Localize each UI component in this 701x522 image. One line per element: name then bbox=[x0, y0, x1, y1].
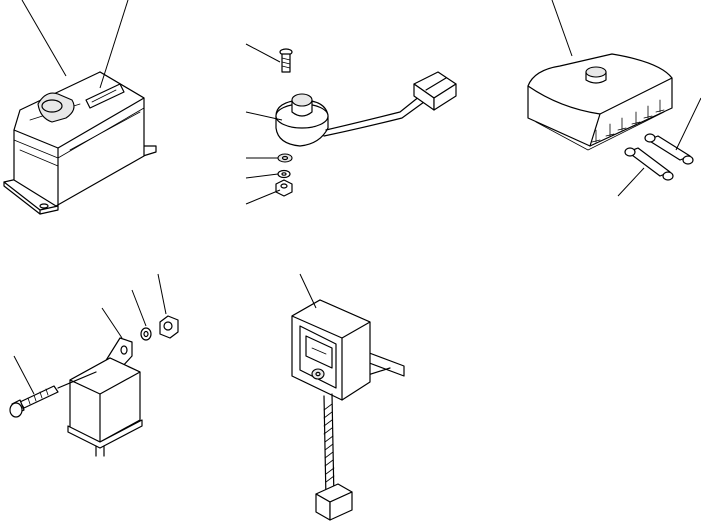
leader-line bbox=[245, 111, 283, 121]
leader-line bbox=[245, 173, 279, 179]
lock-washer-icon bbox=[140, 327, 152, 341]
leader-line bbox=[157, 273, 167, 315]
fuse-icon bbox=[644, 133, 694, 165]
bolt-icon bbox=[9, 385, 59, 418]
leader-line bbox=[675, 97, 701, 151]
fuse-icon bbox=[624, 147, 674, 181]
lock-washer-icon bbox=[277, 169, 291, 179]
connector-icon bbox=[315, 483, 353, 521]
bolt-axis-line bbox=[57, 371, 97, 389]
relay-icon bbox=[67, 337, 143, 457]
leader-line bbox=[101, 307, 123, 339]
leader-line bbox=[99, 0, 129, 89]
buzzer-icon bbox=[275, 93, 425, 147]
leader-line bbox=[131, 289, 147, 327]
leader-line bbox=[551, 0, 573, 57]
fuse-box-icon bbox=[527, 53, 673, 151]
leader-line bbox=[617, 167, 645, 197]
connector-icon bbox=[413, 71, 457, 111]
nut-icon bbox=[275, 179, 293, 197]
leader-line bbox=[245, 189, 281, 205]
leader-line bbox=[21, 0, 67, 77]
flasher-unit-icon bbox=[291, 299, 405, 401]
leader-line bbox=[13, 355, 35, 395]
leader-line bbox=[245, 43, 281, 63]
washer-icon bbox=[277, 153, 293, 163]
nut-icon bbox=[159, 315, 179, 339]
switch-housing-icon bbox=[3, 71, 157, 215]
leader-line bbox=[299, 273, 317, 309]
wire-harness-icon bbox=[323, 393, 335, 501]
screw-icon bbox=[279, 48, 293, 73]
